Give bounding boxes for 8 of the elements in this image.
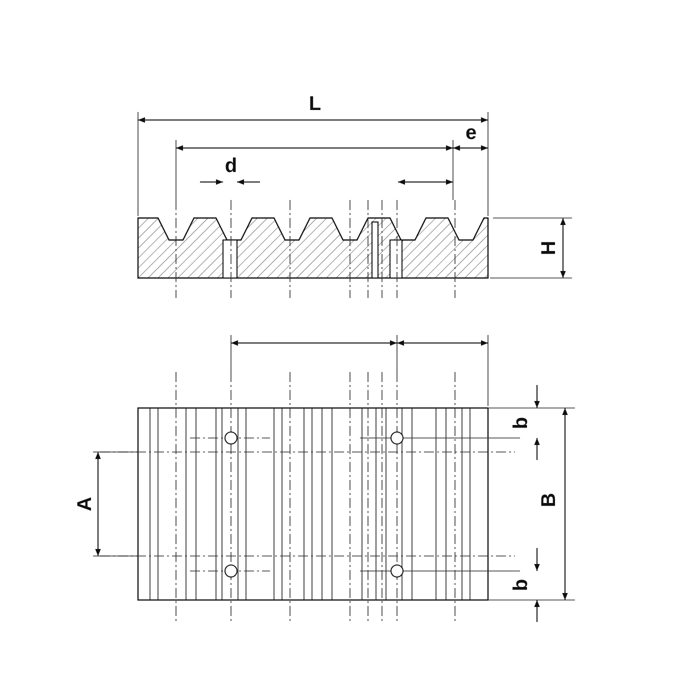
dimension-label: e [465,123,477,143]
dimension-label: L [308,94,322,114]
dimension-label: A [75,496,95,512]
dimension-label: b [511,416,531,430]
dimension-label: b [511,578,531,592]
dimension-label: B [539,492,559,508]
dimension-label: d [224,156,238,176]
dimension-label: H [539,240,559,256]
